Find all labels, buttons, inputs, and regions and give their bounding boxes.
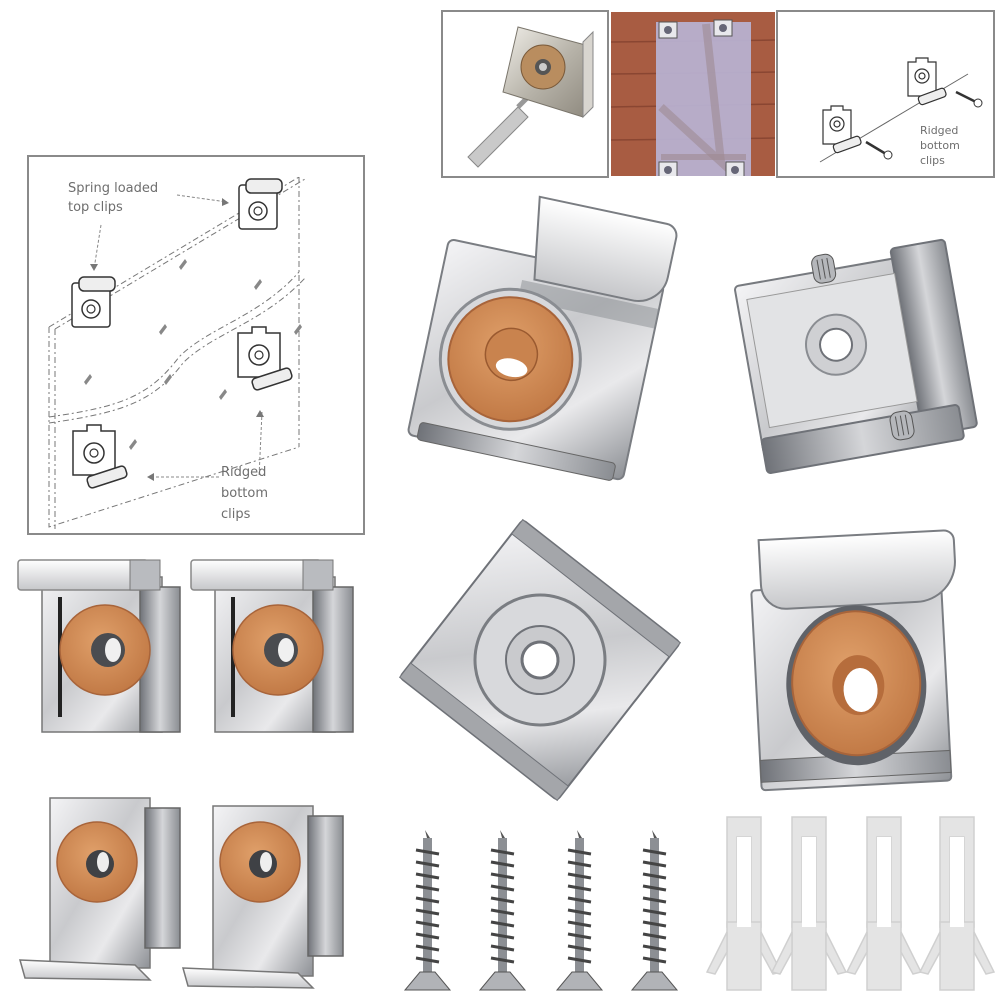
screw-2 [478,830,527,991]
wall-plug-3 [845,816,923,991]
label-ridged-line3: clips [221,507,251,522]
installation-diagram: Spring loaded top clips Ridged bottom cl… [27,155,365,535]
glass-panel-photo [611,12,775,176]
screw-4 [630,830,679,991]
small-clip-bottom-2 [182,805,344,989]
top-clip-left-drawing [71,276,116,328]
thumb-label-ridged-line3: clips [920,154,945,167]
label-ridged-line2: bottom [221,486,269,501]
small-clip-top-2 [190,559,354,733]
label-ridged-line1: Ridged [221,465,267,480]
bottom-clip-right-drawing [237,326,293,391]
wall-plug-1 [705,816,783,991]
clip-upright-cork [750,529,956,792]
small-clip-bottom-1 [19,797,181,981]
thumbnail-bottom-clips-diagram: Ridged bottom clips [776,10,995,178]
bottom-clip-left-drawing [72,424,128,489]
bottom-clips-drawing [819,57,983,163]
screw-1 [403,830,452,991]
screw-3 [555,830,604,991]
thumbnail-clip-with-wall-plug [441,10,609,178]
wall-plug-2 [770,816,848,991]
label-spring-loaded-line1: Spring loaded [68,181,159,196]
label-spring-loaded-line2: top clips [68,200,123,215]
clip-top-spring-cork [407,195,678,481]
thumb-label-ridged-line2: bottom [920,139,960,152]
clip-with-plug-photo [467,26,594,168]
thumbnail-glass-panel-on-wood [609,10,777,178]
clip-ridged-back [734,238,978,474]
clip-diamond-back-plate [398,518,682,802]
wall-plug-4 [918,816,996,991]
thumb-label-ridged-line1: Ridged [920,124,959,137]
top-clip-right-drawing [238,178,283,230]
small-clip-top-1 [17,559,181,733]
